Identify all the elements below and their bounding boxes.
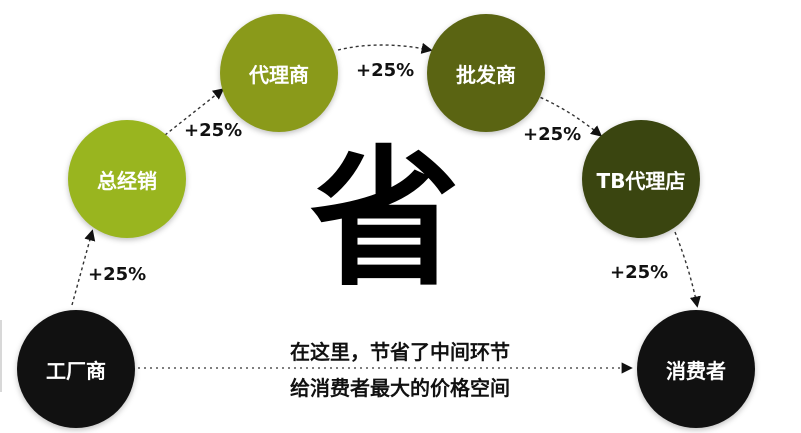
arrow-general-distributor-to-agent <box>164 88 225 136</box>
left-edge-divider <box>0 320 2 392</box>
markup-label-3: +25% <box>356 60 415 81</box>
markup-label-1: +25% <box>88 264 147 285</box>
node-general-distributor: 总经销 <box>68 120 186 238</box>
arrow-tb-agent-store-to-consumer <box>674 231 701 308</box>
caption-line-1: 在这里，节省了中间环节 <box>290 340 510 364</box>
center-save-character: 省 <box>309 133 460 307</box>
node-agent: 代理商 <box>220 14 338 132</box>
arrow-agent-to-wholesaler <box>337 42 433 54</box>
markup-label-4: +25% <box>523 124 582 145</box>
node-wholesaler-label: 批发商 <box>456 62 516 87</box>
node-consumer-label: 消费者 <box>666 358 726 383</box>
node-consumer: 消费者 <box>637 310 755 428</box>
node-wholesaler: 批发商 <box>427 14 545 132</box>
node-tb-agent-store-label: TB代理店 <box>596 168 686 193</box>
arrow-factory-to-general-distributor <box>71 229 96 306</box>
node-agent-label: 代理商 <box>249 62 309 87</box>
markup-label-2: +25% <box>184 120 243 141</box>
arrow-wholesaler-to-tb-agent-store <box>534 94 603 137</box>
node-factory: 工厂商 <box>17 310 135 428</box>
node-factory-label: 工厂商 <box>46 358 106 383</box>
node-general-distributor-label: 总经销 <box>97 168 157 193</box>
caption-line-2: 给消费者最大的价格空间 <box>290 376 510 400</box>
markup-label-5: +25% <box>610 262 669 283</box>
node-tb-agent-store: TB代理店 <box>582 120 700 238</box>
